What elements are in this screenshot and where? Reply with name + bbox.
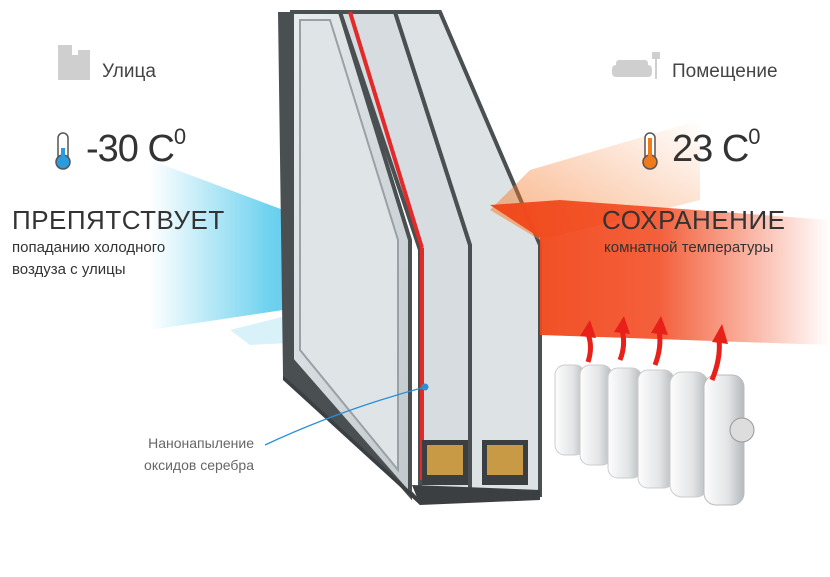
heat-arrow-icons [580,316,728,381]
annotation-line-2: оксидов серебра [144,457,254,473]
annotation-line-1: Нанонапыление [148,435,254,451]
outside-description-1: попаданию холодного [12,239,166,256]
outside-description-2: воздуза с улицы [12,261,126,278]
inside-temperature-value: 23 C [672,128,749,170]
radiator-icon [554,364,755,506]
cold-thermometer-icon [55,132,71,170]
warm-thermometer-icon [642,132,658,170]
inside-location-label: Помещение [672,61,778,82]
inside-temperature: 23 C0 [672,124,761,171]
warm-air-beam [490,200,830,345]
window-frame [278,10,542,505]
silver-oxide-coating [348,11,424,249]
building-icon [58,45,90,80]
sofa-lamp-icon [612,52,660,79]
inside-headline: СОХРАНЕНИЕ [602,205,786,235]
outside-temperature: -30 C0 [86,124,186,171]
outside-headline: ПРЕПЯТСТВУЕТ [12,205,225,235]
outside-temperature-value: -30 C [86,128,175,170]
annotation-pointer-line [264,386,426,446]
coating-annotation: Нанонапыление оксидов серебра [116,432,254,476]
outside-temperature-sup: 0 [173,124,186,149]
outside-location-label: Улица [102,61,156,82]
inside-temperature-sup: 0 [748,124,760,149]
inside-description-1: комнатной температуры [604,239,774,256]
